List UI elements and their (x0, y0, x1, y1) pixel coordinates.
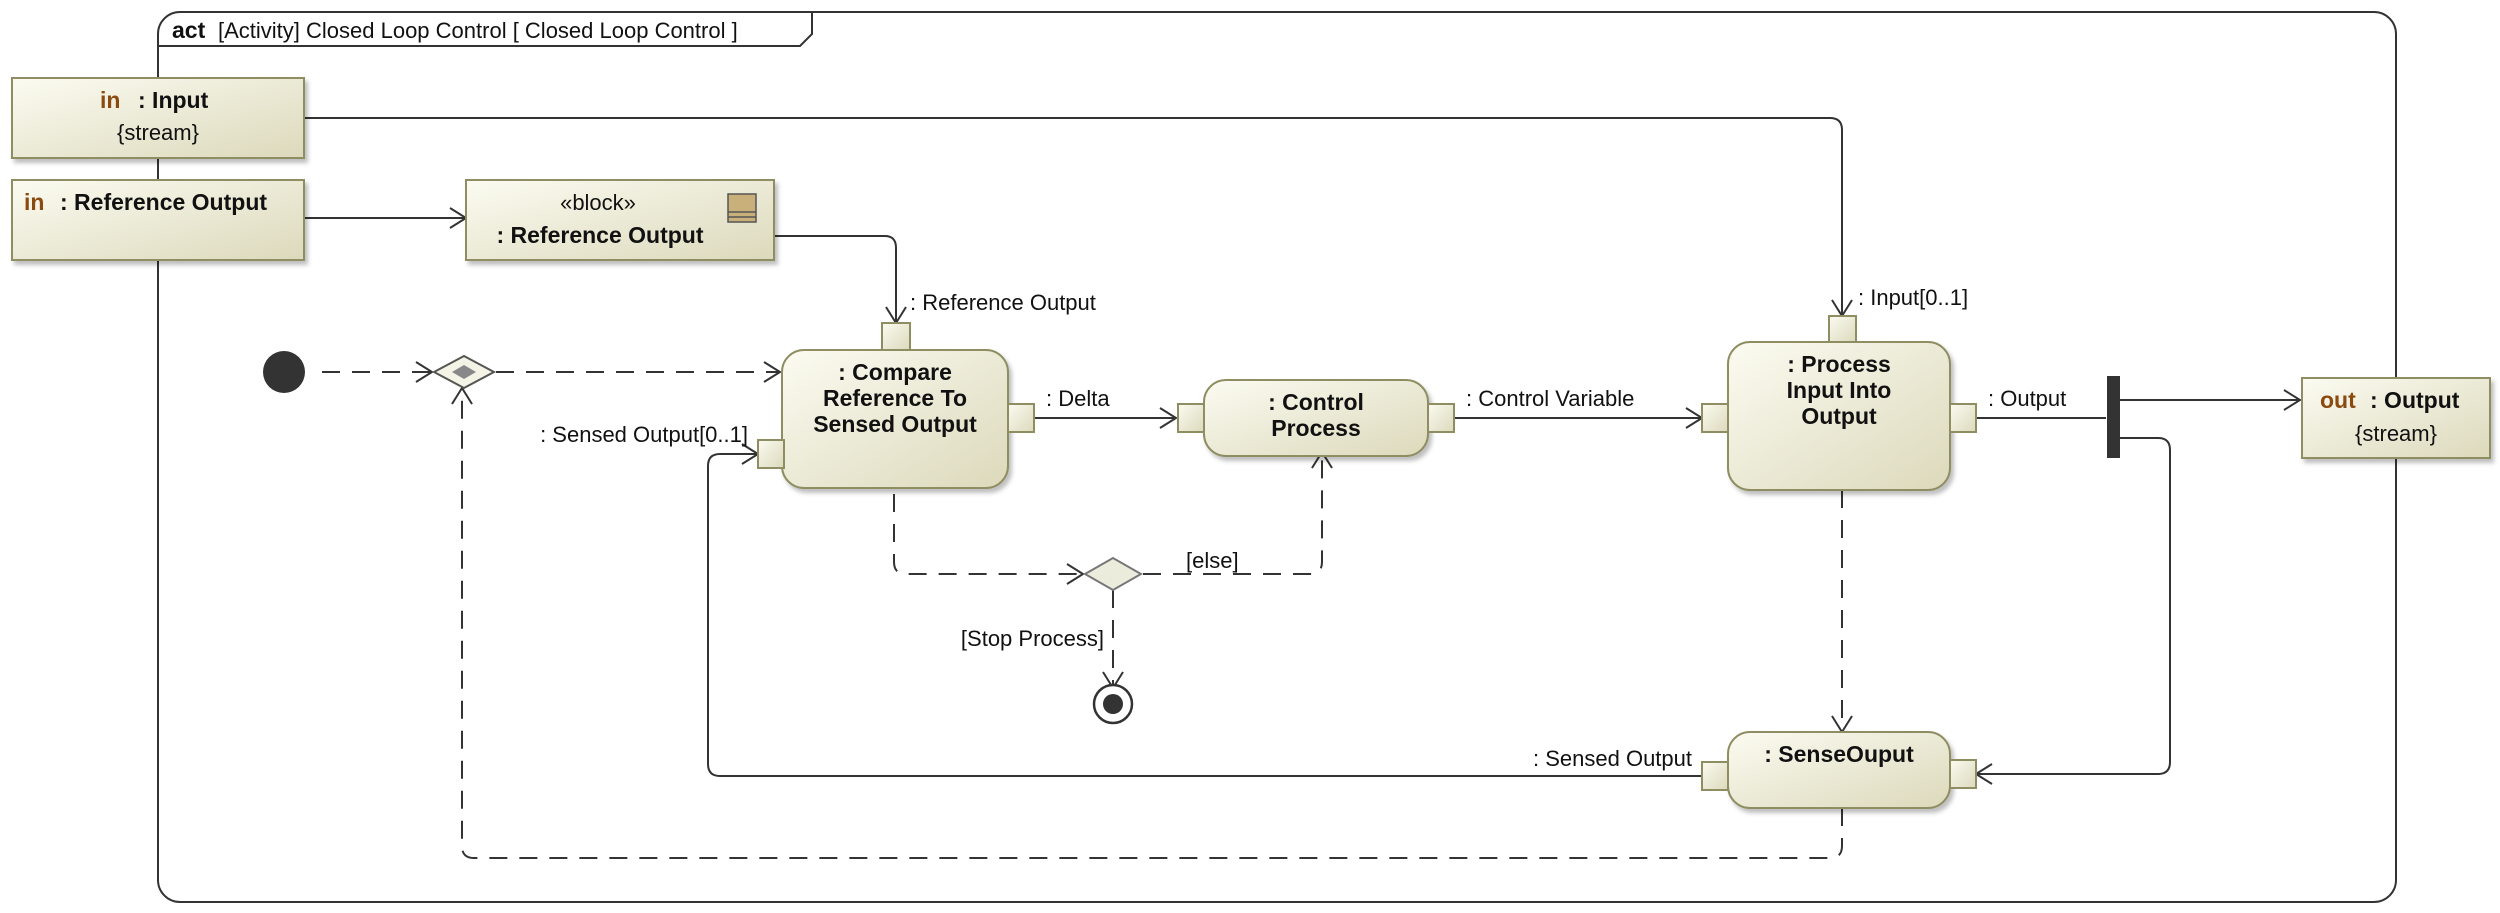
flow-fork-to-sense (1976, 437, 2171, 775)
flow-block-to-compare (775, 235, 897, 322)
guard-stop-process: [Stop Process] (961, 626, 1104, 651)
flow-compare-to-decision (893, 494, 1083, 575)
pin-label-input: : Input[0..1] (1858, 285, 1968, 310)
action-process-input[interactable]: : Process Input Into Output (1727, 341, 1951, 491)
arrowhead (763, 361, 782, 383)
param-name: : Reference Output (60, 189, 267, 215)
block-icon (727, 193, 757, 223)
pin-label-delta: : Delta (1046, 386, 1110, 411)
frame-title: [Activity] Closed Loop Control [ Closed … (218, 18, 738, 43)
action-sense-output[interactable]: : SenseOuput (1727, 731, 1951, 809)
parameter-input[interactable]: in : Input {stream} (11, 77, 305, 159)
frame-kind: act (172, 17, 206, 43)
pin-label-control-variable: : Control Variable (1466, 386, 1634, 411)
guard-else: [else] (1186, 548, 1239, 573)
action-label-line: Reference To (823, 385, 967, 411)
action-label-line: : SenseOuput (1764, 741, 1914, 767)
pin-sensed-output-in[interactable] (757, 439, 785, 469)
action-compare[interactable]: : Compare Reference To Sensed Output (781, 349, 1009, 489)
stereotype-label: «block» (560, 190, 636, 215)
param-property: {stream} (2355, 421, 2437, 446)
arrowhead (1831, 715, 1853, 734)
param-name: : Input (138, 87, 209, 113)
pin-reference-output[interactable] (881, 322, 911, 351)
fork-node[interactable] (2107, 376, 2120, 458)
action-label-line: Process (1271, 415, 1361, 441)
pin-control-in[interactable] (1177, 403, 1205, 433)
pin-label-sensed-output-in: : Sensed Output[0..1] (540, 422, 748, 447)
pin-control-variable-in[interactable] (1701, 403, 1729, 433)
pin-label-reference-output: : Reference Output (910, 290, 1096, 315)
decision-node[interactable] (1082, 556, 1144, 592)
action-label-line: Input Into (1787, 377, 1892, 403)
parameter-output[interactable]: out : Output {stream} (2301, 377, 2491, 459)
object-node-name: : Reference Output (496, 222, 703, 248)
action-label-line: Output (1801, 403, 1877, 429)
flow-input-to-process (305, 117, 1843, 315)
flow-sense-to-merge (461, 388, 1843, 859)
param-direction: in (24, 189, 44, 215)
arrowhead (1159, 407, 1178, 429)
parameter-reference-output[interactable]: in : Reference Output (11, 179, 305, 261)
action-label-line: : Process (1787, 351, 1891, 377)
action-label-line: Sensed Output (813, 411, 977, 437)
merge-node[interactable] (431, 354, 497, 390)
param-direction: out (2320, 387, 2356, 413)
pin-control-variable[interactable] (1427, 403, 1455, 433)
pin-label-sensed-output-out: : Sensed Output (1533, 746, 1692, 771)
activity-final-node[interactable] (1092, 683, 1134, 725)
param-direction: in (100, 87, 120, 113)
object-node-reference-output[interactable]: «block» : Reference Output (465, 179, 775, 261)
param-name: : Output (2370, 387, 2460, 413)
action-label-line: : Control (1268, 389, 1364, 415)
flow-else (1143, 452, 1323, 575)
pin-label-output: : Output (1988, 386, 2066, 411)
arrowhead (2283, 389, 2302, 411)
control-flows (322, 361, 1853, 859)
action-label-line: : Compare (838, 359, 952, 385)
pin-sense-in[interactable] (1949, 759, 1977, 789)
action-control-process[interactable]: : Control Process (1203, 379, 1429, 457)
pin-delta[interactable] (1007, 403, 1035, 433)
pin-output[interactable] (1949, 403, 1977, 433)
pin-sensed-output-out[interactable] (1701, 761, 1729, 791)
param-property: {stream} (117, 120, 199, 145)
pin-input[interactable] (1828, 315, 1857, 343)
flow-sensed-feedback (707, 453, 1702, 777)
initial-node[interactable] (263, 351, 305, 393)
